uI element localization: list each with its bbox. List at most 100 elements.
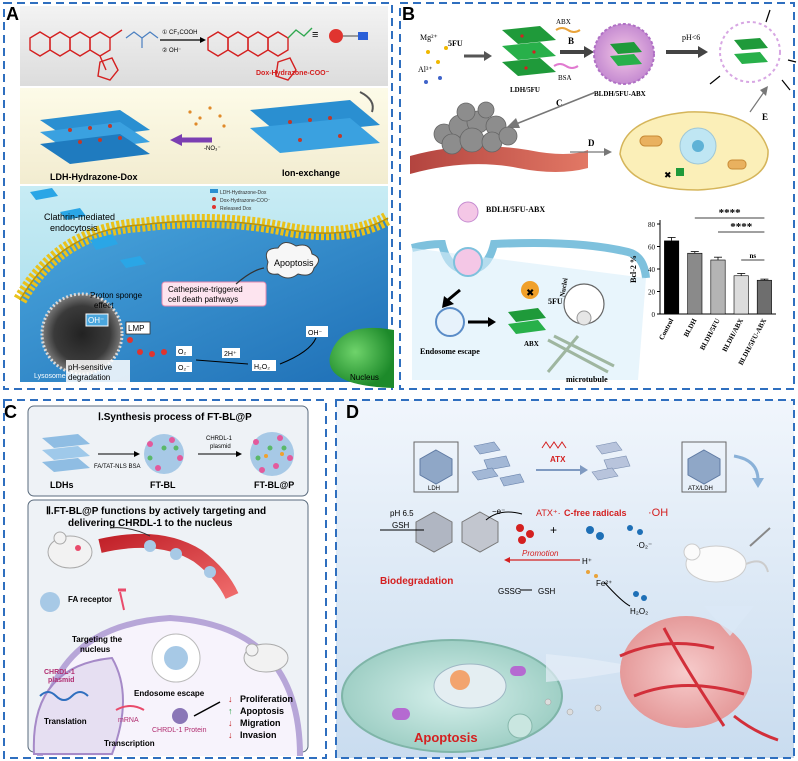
protein-label: CHRDL-1 Protein <box>152 727 207 734</box>
equivalent-sign: ≡ <box>312 29 318 41</box>
bldh-label: BLDH/5FU-ABX <box>594 90 646 98</box>
blood-vessel <box>410 146 588 174</box>
legend-item-2: Dox-Hydrazone-COO⁻ <box>220 198 271 204</box>
panel-a-canvas: A ① CF₃COOH ② OH⁻ ≡ Dox-Hydrazone-COO⁻ L… <box>3 2 394 390</box>
5fu-label: 5FU <box>448 39 463 48</box>
functions-title-2: delivering CHRDL-1 to the nucleus <box>68 518 233 529</box>
cathepsine-box <box>161 281 267 307</box>
proton-d-label: H⁺ <box>582 557 592 566</box>
h2o2-label: H₂O₂ <box>254 364 270 371</box>
y-tick-label: 80 <box>648 221 656 229</box>
al-label: Al³⁺ <box>418 65 433 74</box>
ft-bl-p-label: FT-BL@P <box>254 480 294 490</box>
apoptosis-cloud <box>265 242 319 279</box>
nitrate-label: -NO₃⁻ <box>204 146 221 152</box>
cross-icon: ✖ <box>664 170 672 180</box>
ph-degradation-label-1: pH-sensitive <box>68 363 113 372</box>
panel-c: C Ⅰ.Synthesis process of FT-BL@P LDHs FA… <box>0 396 330 761</box>
atx-nanosheets <box>591 441 631 481</box>
dox-molecule-right <box>207 31 297 81</box>
outcome-arrow-3: ↓ <box>228 718 233 728</box>
gsh2-label: GSH <box>538 587 556 596</box>
endocytic-vesicle <box>453 247 483 277</box>
panel-b-border <box>399 2 795 390</box>
panel-a-border <box>3 2 393 390</box>
synthesis-title: Ⅰ.Synthesis process of FT-BL@P <box>98 412 252 423</box>
chrdl-cell-label-2: plasmid <box>48 677 74 684</box>
dox-molecule-left <box>29 29 123 81</box>
lmp-label: LMP <box>128 324 144 333</box>
targeting-label-1: Targeting the <box>72 635 123 644</box>
conjugate-label: Dox-Hydrazone-COO⁻ <box>256 70 330 77</box>
outcome-apoptosis: Apoptosis <box>240 706 284 716</box>
o2-label: O₂ <box>178 349 186 356</box>
ldh-dox-label: LDH-Hydrazone-Dox <box>50 172 138 182</box>
step-1-label: ① CF₃COOH <box>162 29 198 36</box>
plasmid-label-1: CHRDL-1 <box>206 436 233 442</box>
cathepsine-label-1: Cathepsine-triggered <box>168 285 243 294</box>
oh-lysosome-label: OH⁻ <box>88 316 104 325</box>
ft-bl-p-particle <box>250 432 294 476</box>
released-particle <box>719 21 781 83</box>
panel-b-canvas: B Mg²⁺ Al³⁺ 5FU LDH/5FU ABX B BSA BLDH/5… <box>399 2 797 390</box>
y-tick-label: 20 <box>648 289 656 297</box>
panel-d: D LDH ATX ATX/LDH pH 6.5 GSH −e⁻ ATX⁺· C… <box>334 396 798 761</box>
outcome-invasion: Invasion <box>240 730 277 740</box>
blood-vessel-c <box>98 533 239 600</box>
panel-a-letter: A <box>6 4 19 24</box>
particle-c <box>40 592 60 612</box>
significance-label-1: **** <box>730 221 753 233</box>
cell-membrane-b <box>411 239 650 279</box>
proton-sponge-label-2: effect <box>94 301 114 310</box>
y-tick-label: 0 <box>652 311 656 319</box>
released-core <box>734 38 768 64</box>
ldh-box <box>413 441 459 493</box>
mouse-icon-1 <box>47 531 93 569</box>
transcription-label: Transcription <box>104 739 155 748</box>
h2o2-d-label: H₂O₂ <box>630 607 648 616</box>
category-label-0: Control <box>657 317 675 341</box>
panel-b: B Mg²⁺ Al³⁺ 5FU LDH/5FU ABX B BSA BLDH/5… <box>398 0 798 392</box>
ldhs-label: LDHs <box>50 480 74 490</box>
syringe-icon <box>749 527 771 547</box>
y-axis-label: Bcl-2 % <box>629 255 638 283</box>
significance-label-2: ns <box>749 252 756 260</box>
dna-strand <box>39 691 89 701</box>
o2-radical-label: ·O₂⁻ <box>636 541 652 550</box>
legend-item-1: LDH-Hydrazone-Dox <box>220 190 267 196</box>
ldh-degraded <box>461 511 499 553</box>
ldh-hexagon <box>419 449 453 485</box>
dox-ball-icon <box>329 29 343 43</box>
endosome <box>435 307 465 337</box>
abx-label: ABX <box>556 18 571 26</box>
arrow-e-label: E <box>762 112 768 122</box>
ft-bl-label: FT-BL <box>150 480 176 490</box>
outcome-arrow-2: ↑ <box>228 706 233 716</box>
y-tick-label: 40 <box>648 266 656 274</box>
block-icon: ✖ <box>526 288 534 299</box>
ldh-nanosheets <box>471 441 525 487</box>
endosome-escape-c-label: Endosome escape <box>134 689 205 698</box>
outcome-migration: Migration <box>240 718 281 728</box>
chemistry-strip <box>20 6 388 86</box>
ion-exchange-label: Ion-exchange <box>282 168 340 178</box>
escaped-ldh <box>508 308 546 334</box>
electron-label: −e⁻ <box>492 507 505 516</box>
mg-label: Mg²⁺ <box>420 33 438 42</box>
ldh-particles <box>30 188 146 268</box>
translation-label: Translation <box>44 717 87 726</box>
gssg-label: GSSG <box>498 587 521 596</box>
ldh-dox-stack <box>40 110 150 164</box>
category-label-2: BLDH/5FU <box>698 317 721 351</box>
bar-2 <box>710 259 726 315</box>
ion-exchange-stack <box>250 100 380 153</box>
step-2-label: ② OH⁻ <box>162 47 181 54</box>
bar-1 <box>687 252 703 315</box>
proton-sponge-label-1: Proton sponge <box>90 291 143 300</box>
bsa-label: BSA <box>558 74 572 82</box>
apoptosis-label: Apoptosis <box>274 258 314 268</box>
bldh-particle <box>593 23 655 85</box>
atx-ldh-label: ATX/LDH <box>688 486 713 492</box>
category-label-1: BLDH <box>682 317 699 339</box>
